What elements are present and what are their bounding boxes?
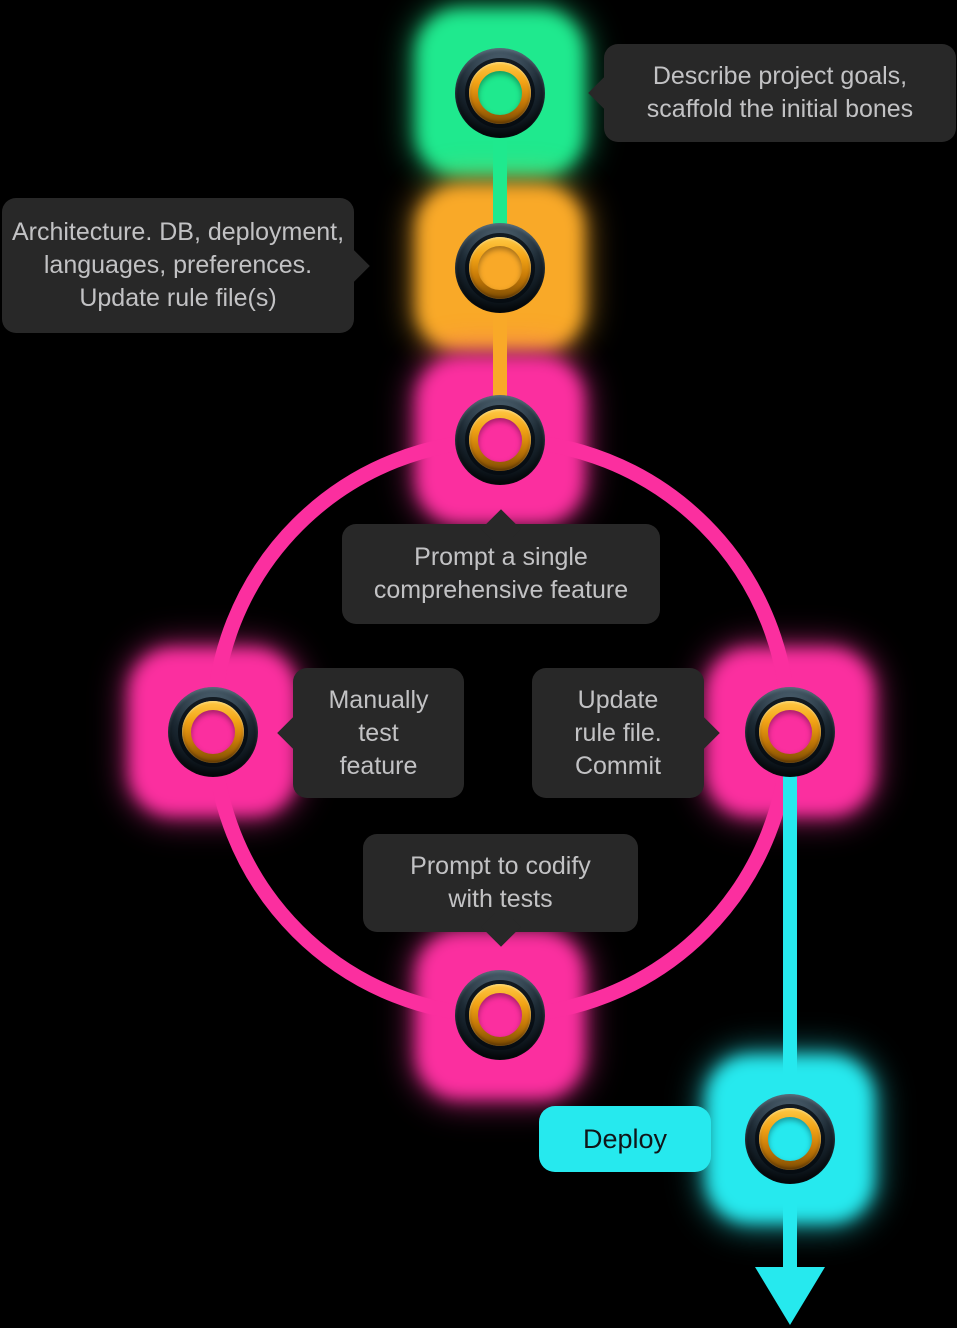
node-update-rules-commit-ring-icon: [745, 687, 835, 777]
node-hole: [478, 71, 522, 115]
node-architecture-ring-icon: [455, 223, 545, 313]
deploy-label: Deploy: [539, 1106, 711, 1172]
node-hole: [478, 246, 522, 290]
node-deploy-ring-icon: [745, 1094, 835, 1184]
tooltip-tail-left-icon: [588, 73, 628, 113]
gold-ring-icon: [469, 62, 531, 124]
tooltip-codify-tests-text: Prompt to codify with tests: [410, 852, 591, 913]
node-hole: [478, 418, 522, 462]
deploy-arrow-icon: [755, 1267, 825, 1325]
node-hole: [768, 1117, 812, 1161]
node-feature-prompt-ring-icon: [455, 395, 545, 485]
tooltip-architecture: Architecture. DB, deployment, languages,…: [2, 198, 370, 333]
node-hole: [768, 710, 812, 754]
tooltip-architecture-text: Architecture. DB, deployment, languages,…: [11, 218, 345, 312]
tooltip-manual-test-text: Manually test feature: [328, 685, 429, 780]
gold-ring-icon: [469, 984, 531, 1046]
tooltip-update-rules-commit: Update rule file. Commit: [532, 668, 720, 798]
gold-ring-icon: [759, 701, 821, 763]
gold-ring-icon: [469, 237, 531, 299]
node-scaffold-ring-icon: [455, 48, 545, 138]
gold-ring-icon: [182, 701, 244, 763]
tooltip-feature-prompt: Prompt a single comprehensive feature: [342, 509, 660, 624]
tooltip-scaffold: Describe project goals, scaffold the ini…: [588, 44, 956, 142]
tooltip-scaffold-text: Describe project goals, scaffold the ini…: [646, 62, 914, 123]
connector-commit-to-deploy: [783, 732, 797, 1267]
gold-ring-icon: [469, 409, 531, 471]
tooltip-codify-tests: Prompt to codify with tests: [363, 834, 638, 947]
node-manual-test-ring-icon: [168, 687, 258, 777]
gold-ring-icon: [759, 1108, 821, 1170]
node-hole: [191, 710, 235, 754]
tooltip-manual-test: Manually test feature: [277, 668, 464, 798]
deploy-label-text: Deploy: [582, 1123, 668, 1154]
tooltip-update-rules-commit-text: Update rule file. Commit: [574, 685, 662, 780]
node-codify-tests-ring-icon: [455, 970, 545, 1060]
tooltip-feature-prompt-text: Prompt a single comprehensive feature: [373, 543, 629, 604]
node-hole: [478, 993, 522, 1037]
